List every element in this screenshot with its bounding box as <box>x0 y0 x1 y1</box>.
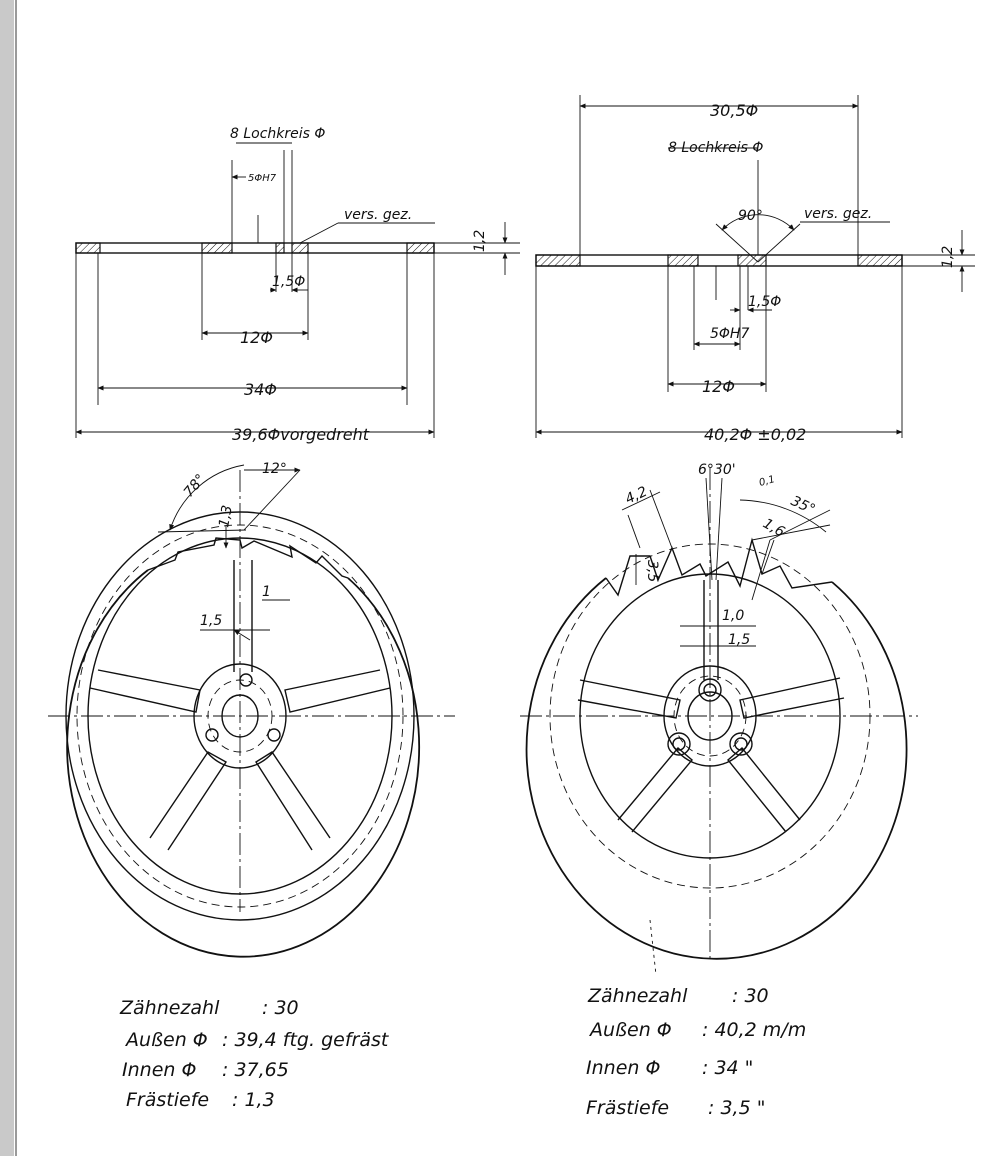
right-spec-block: Zähnezahl : 30 Außen Φ : 40,2 m/m Innen … <box>586 985 806 1119</box>
right-width10-label: 1,0 <box>722 608 744 624</box>
left-spec-teeth-val: : 30 <box>262 997 299 1019</box>
left-spec-depth-key: Frästiefe <box>126 1089 209 1111</box>
right-width15-label: 1,5 <box>728 632 750 648</box>
left-spec-depth-val: : 1,3 <box>232 1089 275 1111</box>
left-spec-outer-val: : 39,4 ftg. gefräst <box>222 1029 390 1051</box>
left-spec-outer-key: Außen Φ <box>124 1029 208 1051</box>
left-78deg-label: 78° <box>181 471 209 500</box>
left-34-label: 34Φ <box>244 380 277 399</box>
right-90deg-label: 90° <box>738 208 763 224</box>
left-12-label: 12Φ <box>240 328 273 347</box>
right-305-label: 30,5Φ <box>710 101 758 120</box>
left-width1-label: 1 <box>262 584 271 600</box>
left-15-label: 1,5Φ <box>272 274 305 290</box>
left-width15-label: 1,5 <box>200 613 222 629</box>
right-spec-inner-key: Innen Φ <box>586 1057 660 1079</box>
left-5h7-label: 5ΦH7 <box>248 173 277 184</box>
right-vers-gez-label: vers. gez. <box>804 206 872 222</box>
right-dimension-labels: 30,5Φ 8 Lochkreis Φ 90° vers. gez. 1,2 1… <box>623 101 956 648</box>
left-spec-block: Zähnezahl : 30 Außen Φ : 39,4 ftg. gefrä… <box>119 997 390 1111</box>
right-spec-teeth-val: : 30 <box>732 985 769 1007</box>
right-spec-outer-key: Außen Φ <box>588 1019 672 1041</box>
right-16-label: 1,6 <box>760 516 787 541</box>
left-spec-inner-key: Innen Φ <box>122 1059 196 1081</box>
right-gear-drawing: 30,5Φ 8 Lochkreis Φ 90° vers. gez. 1,2 1… <box>520 95 975 1119</box>
left-dimension-labels: 8 Lochkreis Φ 5ΦH7 vers. gez. 1,2 1,5Φ 1… <box>181 126 488 629</box>
right-spec-depth-key: Frästiefe <box>586 1097 669 1119</box>
right-spec-teeth-key: Zähnezahl <box>587 985 688 1007</box>
right-35deg-label: 35° <box>788 493 817 518</box>
left-spec-teeth-key: Zähnezahl <box>119 997 220 1019</box>
right-front-view <box>520 468 918 976</box>
left-spec-inner-val: : 37,65 <box>222 1059 289 1081</box>
left-lochkreis-label: 8 Lochkreis Φ <box>230 126 325 142</box>
right-42-label: 4,2 <box>623 484 650 508</box>
left-gear-drawing: 8 Lochkreis Φ 5ΦH7 vers. gez. 1,2 1,5Φ 1… <box>48 126 520 1111</box>
left-13-label: 1,3 <box>216 504 236 529</box>
right-spec-inner-val: : 34 " <box>702 1057 753 1079</box>
right-15-label: 1,5Φ <box>748 294 781 310</box>
page-edge-shadow <box>0 0 14 1156</box>
right-spec-depth-val: : 3,5 " <box>708 1097 765 1119</box>
left-vers-gez-label: vers. gez. <box>344 207 412 223</box>
right-12-label: 12Φ <box>702 377 735 396</box>
right-lochkreis-label: 8 Lochkreis Φ <box>668 140 763 156</box>
left-396-label: 39,6Φvorgedreht <box>232 425 370 444</box>
left-section-view <box>75 142 520 438</box>
left-front-view <box>48 464 455 958</box>
left-thickness-label: 1,2 <box>472 230 488 252</box>
right-spec-outer-val: : 40,2 m/m <box>702 1019 806 1041</box>
right-5h7-label: 5ΦH7 <box>710 326 749 342</box>
right-630-label: 6°30' <box>698 462 736 478</box>
left-12deg-label: 12° <box>262 461 287 477</box>
right-35-label: 3,5 <box>644 560 660 582</box>
right-01-label: 0,1 <box>758 474 776 489</box>
right-402-label: 40,2Φ ±0,02 <box>704 425 806 444</box>
right-section-view <box>535 95 975 438</box>
right-thickness-label: 1,2 <box>940 246 956 268</box>
